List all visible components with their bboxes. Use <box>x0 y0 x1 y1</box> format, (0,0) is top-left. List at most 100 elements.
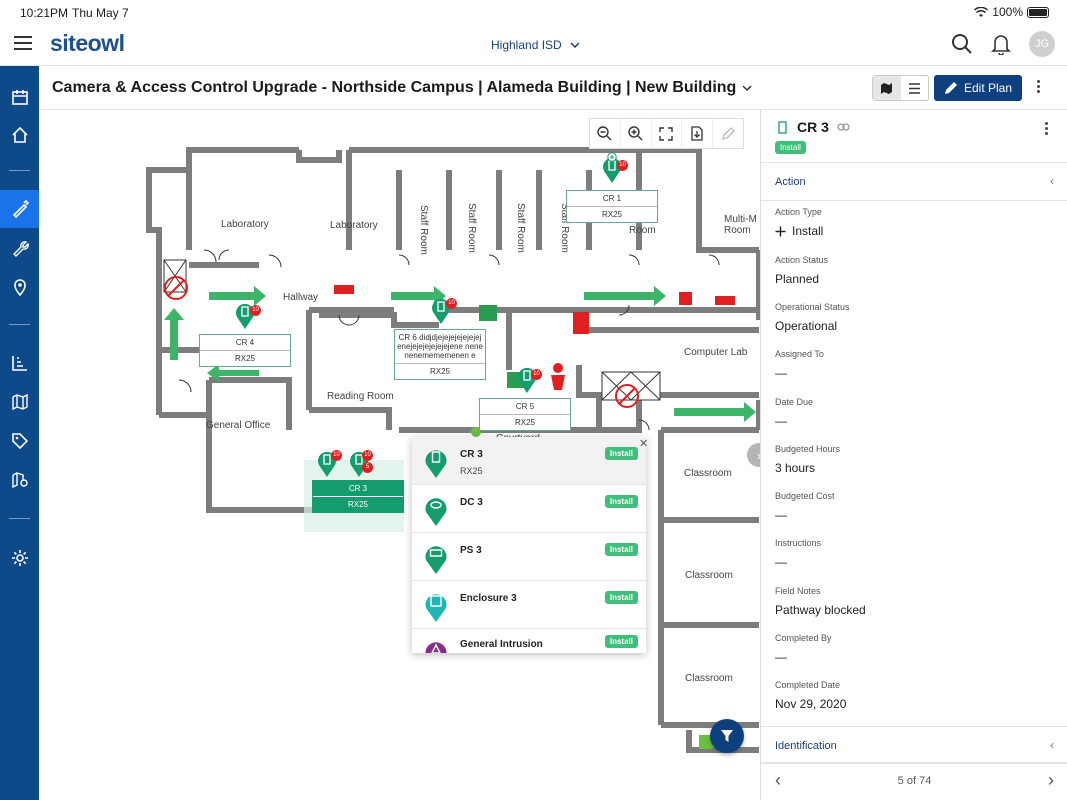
popup-device-item[interactable]: Enclosure 3 Install <box>412 581 646 629</box>
gear-icon[interactable] <box>0 539 39 577</box>
close-icon[interactable]: ✕ <box>639 438 649 450</box>
popup-device-item[interactable]: DC 3 Install <box>412 485 646 533</box>
power-supply-icon <box>425 546 447 574</box>
zoom-in-icon[interactable] <box>621 119 652 148</box>
district-selector[interactable]: Highland ISD <box>491 38 580 52</box>
details-panel: CR 3 Install Action ‹ Action Type Instal… <box>760 110 1067 800</box>
popup-item-name: PS 3 <box>460 545 482 556</box>
sidebar-divider <box>9 170 30 171</box>
field-label: Action Status <box>775 255 829 265</box>
room-label: Hallway <box>283 292 319 303</box>
pencil-icon <box>944 82 957 94</box>
device-tag[interactable]: CR 5 RX25 <box>479 398 571 431</box>
calendar-icon[interactable] <box>0 78 39 116</box>
edit-plan-button[interactable]: Edit Plan <box>934 75 1022 101</box>
card-reader-icon <box>425 450 447 478</box>
field-value: Install <box>775 224 823 238</box>
device-tag[interactable]: CR 6 didjdjejejejejejejejenejejejejejeje… <box>394 329 486 380</box>
list-view-button[interactable] <box>901 76 929 100</box>
chevron-left-icon: ‹ <box>1050 174 1054 188</box>
pen-disabled-icon[interactable] <box>713 119 743 148</box>
room-label: Classroom <box>684 468 732 479</box>
room-label: Multi-M Room <box>724 214 757 236</box>
wrench-icon[interactable] <box>0 229 39 267</box>
field-value: — <box>775 508 787 522</box>
top-bar: siteowl Highland ISD JG <box>0 24 1067 66</box>
room-label: General Office <box>206 420 271 431</box>
device-pin[interactable] <box>430 295 452 325</box>
field-label: Date Due <box>775 397 814 407</box>
fit-screen-icon[interactable] <box>652 119 683 148</box>
field-label: Completed By <box>775 633 832 643</box>
link-icon[interactable] <box>837 122 850 132</box>
room-label: Laboratory <box>330 220 378 231</box>
chevron-down-icon <box>742 85 752 91</box>
room-label: Reading Room <box>327 391 394 402</box>
previous-icon[interactable]: ‹ <box>775 770 781 790</box>
location-pin-icon[interactable] <box>0 268 39 306</box>
map-icon[interactable] <box>0 383 39 421</box>
plus-badge-icon <box>607 152 617 162</box>
tag-sub: RX25 <box>234 354 255 363</box>
pin-count-badge: 10 <box>331 450 342 461</box>
install-badge: Install <box>604 447 638 460</box>
design-icon[interactable] <box>0 190 39 228</box>
field-label: Action Type <box>775 207 822 217</box>
search-icon[interactable] <box>951 33 973 55</box>
popup-item-name: General Intrusion <box>460 639 543 650</box>
install-badge: Install <box>604 635 638 648</box>
install-badge: Install <box>604 495 638 508</box>
tag-name: CR 6 didjdjejejejejejejejenejejejejejeje… <box>395 330 485 364</box>
device-tag[interactable]: CR 1 RX25 <box>566 190 658 223</box>
install-badge: Install <box>775 141 806 154</box>
status-time: 10:21PM <box>20 6 69 20</box>
filter-button[interactable] <box>710 719 744 753</box>
tag-sub: RX25 <box>601 210 622 219</box>
device-tag[interactable]: CR 4 RX25 <box>199 334 291 367</box>
home-icon[interactable] <box>0 116 39 154</box>
pin-count-badge: 5 <box>362 462 373 473</box>
field-label: Budgeted Cost <box>775 491 835 501</box>
page-title[interactable]: Camera & Access Control Upgrade - Norths… <box>52 79 752 97</box>
device-pin[interactable] <box>234 300 256 330</box>
device-tag-selected[interactable]: CR 3 RX25 <box>312 480 404 513</box>
top-icons: JG <box>951 31 1055 57</box>
pin-count-badge: 10 <box>531 369 542 380</box>
next-icon[interactable]: › <box>1048 770 1054 790</box>
chevron-down-icon <box>570 42 580 48</box>
map-pin-icon[interactable] <box>0 461 39 499</box>
avatar[interactable]: JG <box>1029 31 1055 57</box>
map-toolbar <box>589 118 744 149</box>
field-label: Completed Date <box>775 680 841 690</box>
filter-icon <box>721 730 733 742</box>
field-value: — <box>775 650 787 664</box>
tag-name: CR 3 <box>313 481 403 497</box>
room-label: Computer Lab <box>684 347 748 358</box>
section-action[interactable]: Action ‹ <box>761 163 1067 201</box>
sidebar <box>0 66 39 800</box>
field-value: 3 hours <box>775 461 816 475</box>
floor-plan-map[interactable]: Laboratory Laboratory Staff Room Staff R… <box>39 110 760 800</box>
pin-count-badge: 10 <box>617 160 628 171</box>
bell-icon[interactable] <box>991 33 1011 55</box>
field-label: Field Notes <box>775 586 821 596</box>
menu-icon[interactable] <box>14 36 32 50</box>
pin-count-badge: 10 <box>446 298 457 309</box>
more-options-icon[interactable] <box>1045 122 1048 135</box>
popup-device-item[interactable]: General Intrusion Install <box>412 629 646 653</box>
more-options-icon[interactable] <box>1037 80 1040 93</box>
download-icon[interactable] <box>682 119 714 148</box>
install-badge: Install <box>604 591 638 604</box>
reports-icon[interactable] <box>0 344 39 382</box>
zoom-out-icon[interactable] <box>590 119 621 148</box>
popup-device-item[interactable]: CR 3 RX25 Install <box>412 437 646 485</box>
tag-icon[interactable] <box>0 422 39 460</box>
battery-percent: 100% <box>992 5 1023 19</box>
section-identification[interactable]: Identification ‹ <box>761 726 1067 764</box>
popup-device-item[interactable]: PS 3 Install <box>412 533 646 581</box>
app-logo[interactable]: siteowl <box>50 30 125 56</box>
battery-icon <box>1027 6 1049 18</box>
map-icon <box>881 82 893 94</box>
map-view-button[interactable] <box>873 76 901 100</box>
room-label: Laboratory <box>221 219 269 230</box>
